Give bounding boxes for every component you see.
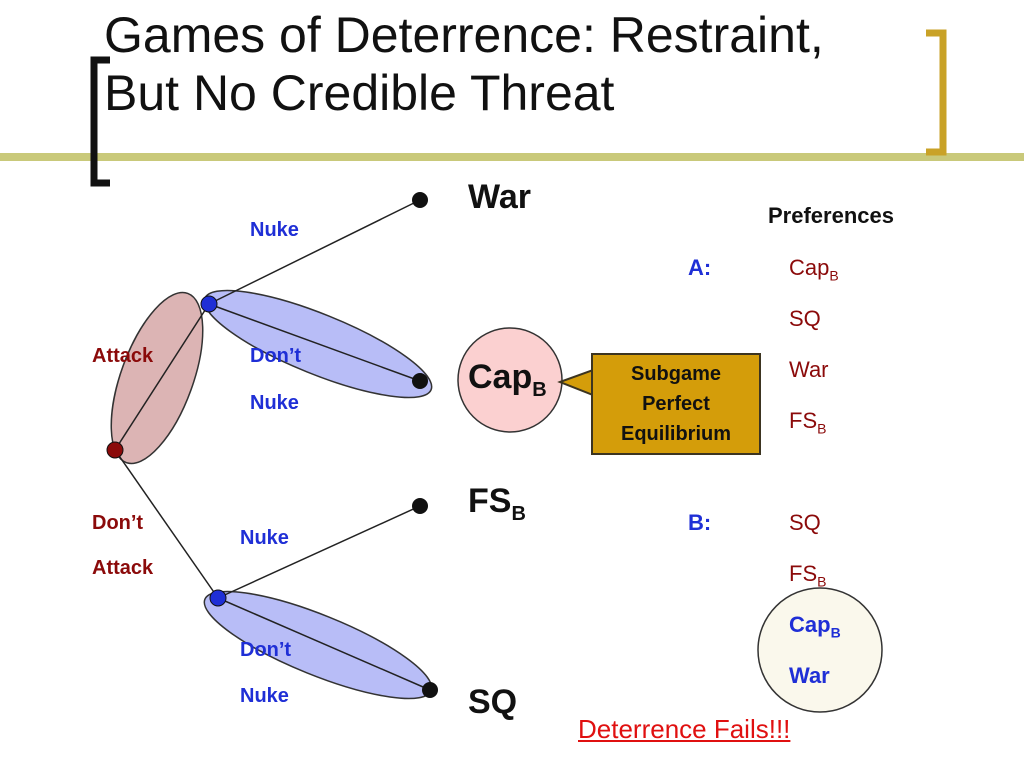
- outcome-fs: FSB: [468, 482, 526, 526]
- upper-decision-node: [200, 295, 218, 313]
- a-pref-2: SQ: [789, 306, 821, 332]
- title-accent-bar: [0, 153, 1024, 161]
- outcome-fs-text: FS: [468, 482, 512, 520]
- a-pref-1-text: Cap: [789, 255, 830, 280]
- edge-upper-nuke: [208, 199, 421, 305]
- b-pref-3-text: Cap: [789, 612, 831, 637]
- a-pref-3-text: War: [789, 357, 829, 382]
- lower-nuke-label: Nuke: [240, 527, 289, 549]
- b-pref-2-sub: B: [817, 573, 827, 590]
- preferences-header: Preferences: [768, 203, 894, 228]
- terminal-sq: [422, 682, 438, 698]
- title-line-1: Games of Deterrence: Restraint,: [104, 7, 824, 63]
- b-pref-2: FSB: [789, 561, 826, 589]
- outcome-fs-sub: B: [511, 502, 526, 525]
- cap-outcome-circle: [457, 327, 563, 433]
- attack-label: Attack: [92, 345, 154, 367]
- lower-dont-nuke-label-1: Don’t: [240, 639, 292, 661]
- b-pref-1: SQ: [789, 510, 821, 536]
- a-pref-1: CapB: [789, 255, 839, 283]
- outcome-war: War: [468, 178, 531, 216]
- upper-nuke-label: Nuke: [250, 219, 299, 241]
- edge-upper-dont-nuke: [208, 303, 421, 382]
- b-pref-4-text: War: [789, 663, 830, 688]
- b-pref-3-sub: B: [830, 624, 841, 641]
- edge-lower-dont-nuke: [217, 597, 431, 691]
- a-pref-4: FSB: [789, 408, 826, 436]
- slide-title: Games of Deterrence: Restraint, But No C…: [104, 6, 944, 122]
- lower-dont-nuke-label-2: Nuke: [240, 685, 289, 707]
- b-pref-2-text: FS: [789, 561, 818, 586]
- a-pref-2-text: SQ: [789, 306, 821, 331]
- dont-attack-label-2: Attack: [92, 557, 154, 579]
- left-bracket: [90, 56, 110, 187]
- right-bracket: [926, 29, 947, 156]
- info-set-lower: [203, 590, 433, 700]
- deterrence-fails-text: Deterrence Fails!!!: [578, 714, 791, 744]
- player-a-label: A:: [688, 255, 712, 280]
- b-pref-3: CapB: [789, 612, 841, 640]
- a-pref-1-sub: B: [829, 267, 839, 284]
- edge-lower-nuke: [217, 505, 421, 599]
- a-pref-3: War: [789, 357, 829, 383]
- upper-dont-nuke-label-1: Don’t: [250, 345, 302, 367]
- terminal-cap: [412, 373, 428, 389]
- edge-attack: [114, 303, 210, 451]
- a-pref-4-sub: B: [817, 420, 827, 437]
- terminal-fs: [412, 498, 428, 514]
- callout-text: Subgame Perfect Equilibrium: [621, 363, 731, 445]
- edge-dont-attack: [114, 449, 219, 599]
- outcome-cap: CapB: [468, 358, 547, 402]
- dont-attack-label-1: Don’t: [92, 512, 144, 534]
- player-b-label: B:: [688, 510, 712, 535]
- a-pref-4-text: FS: [789, 408, 818, 433]
- b-pref-1-text: SQ: [789, 510, 821, 535]
- root-node: [106, 441, 124, 459]
- terminal-war: [412, 192, 428, 208]
- upper-dont-nuke-label-2: Nuke: [250, 392, 299, 414]
- title-line-2: But No Credible Threat: [104, 65, 615, 121]
- outcome-sq: SQ: [468, 683, 518, 721]
- subgame-perfect-callout: Subgame Perfect Equilibrium: [591, 353, 761, 455]
- outcome-cap-sub: B: [532, 378, 547, 401]
- callout-pointer: [557, 368, 594, 397]
- lower-decision-node: [209, 589, 227, 607]
- outcome-cap-text: Cap: [468, 358, 533, 396]
- b-preference-circle: [757, 587, 883, 713]
- b-pref-4: War: [789, 663, 830, 689]
